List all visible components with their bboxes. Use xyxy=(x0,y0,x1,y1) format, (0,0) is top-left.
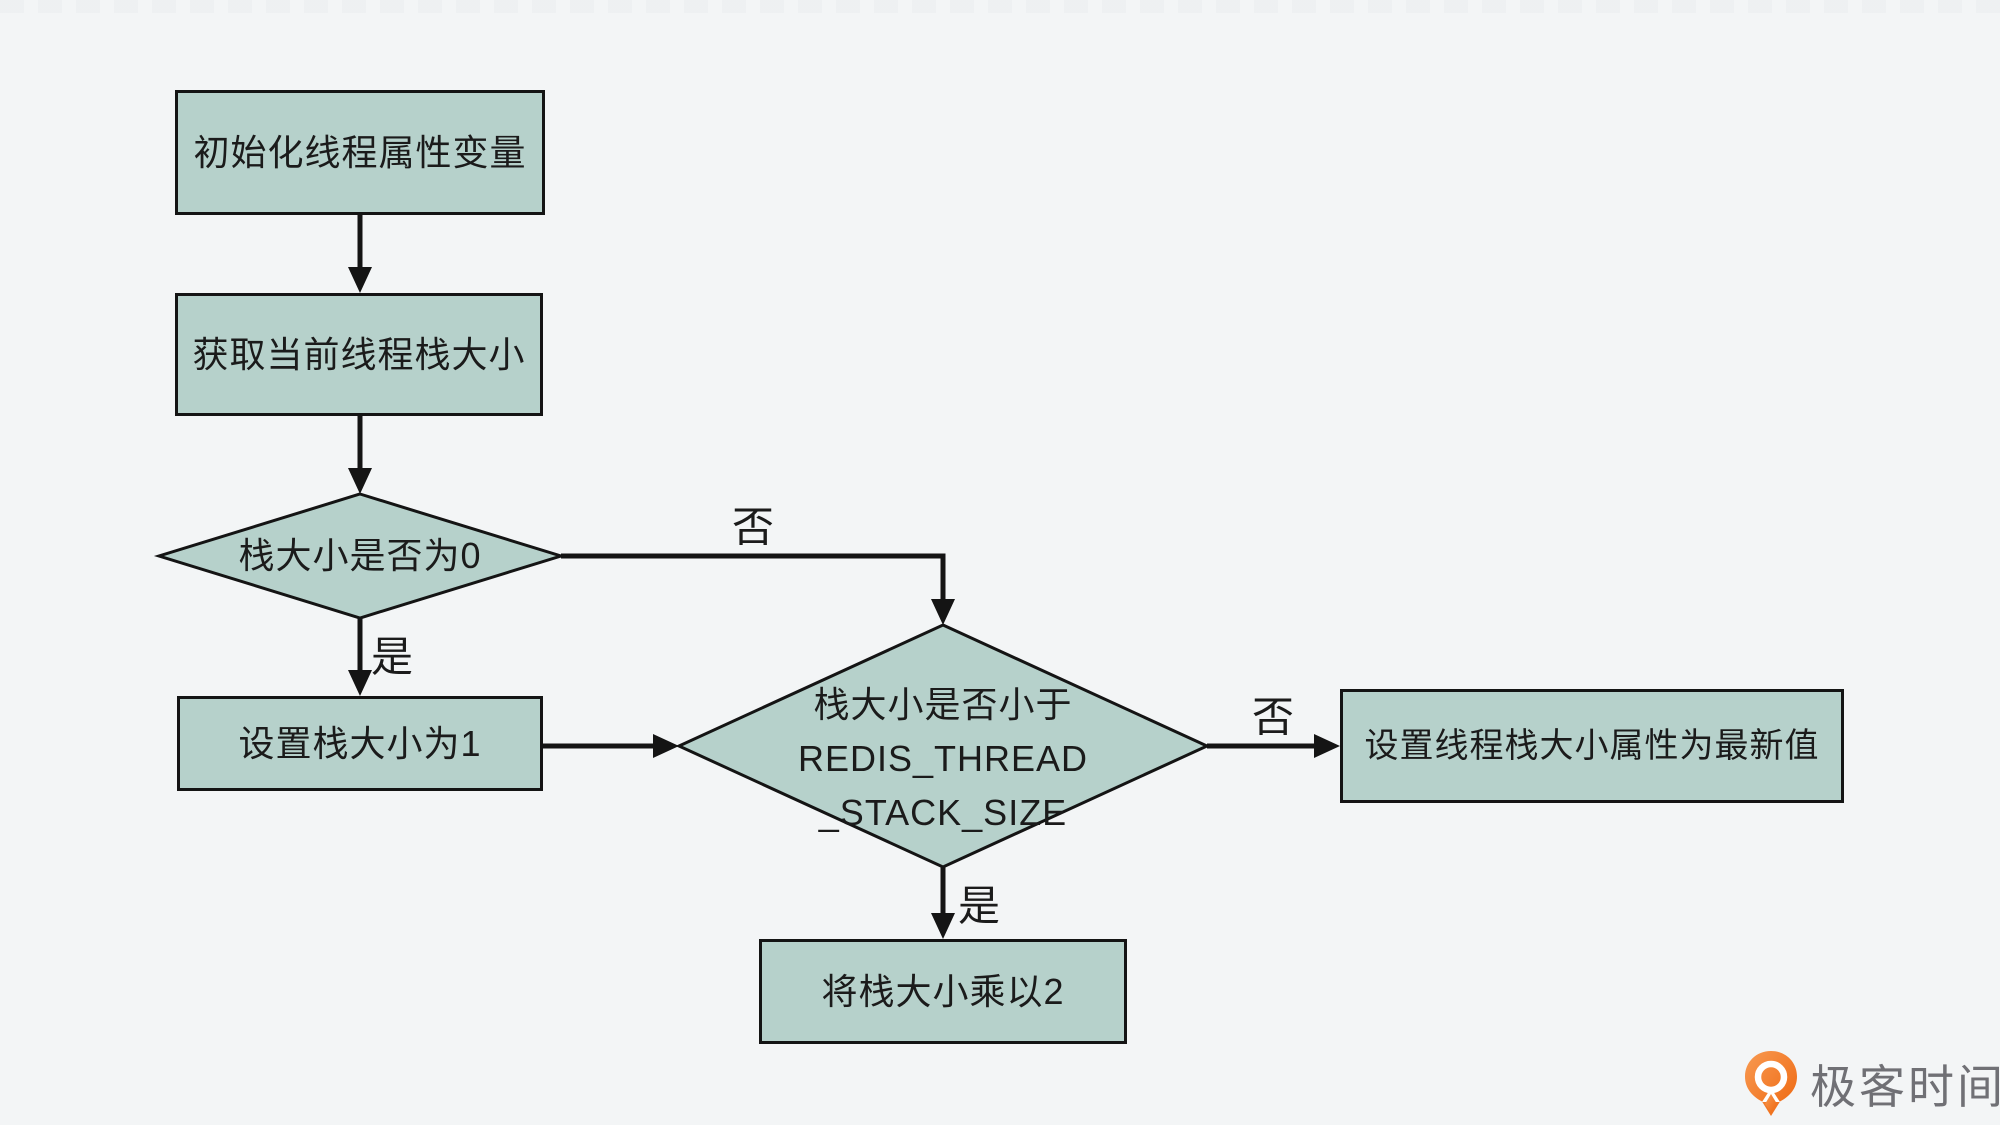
decision-line-1: 栈大小是否小于 xyxy=(813,684,1073,725)
edge-label-yes-bottom: 是 xyxy=(957,882,1001,930)
node-set-attr-latest: 设置线程栈大小属性为最新值 xyxy=(1340,689,1844,803)
top-perforation-pattern xyxy=(0,0,2000,13)
node-get-stack-size: 获取当前线程栈大小 xyxy=(175,293,543,416)
edge-label-no-top: 否 xyxy=(731,503,775,551)
geektime-brand: 极客时间 xyxy=(1744,1050,2000,1118)
arrowhead-init-to-get xyxy=(348,267,372,293)
edge-label-no-right: 否 xyxy=(1251,693,1295,741)
decision-line-2: REDIS_THREAD xyxy=(797,738,1089,779)
decision-stack-zero-label: 栈大小是否为0 xyxy=(238,535,482,576)
arrowhead-checkmin-yes xyxy=(931,913,955,939)
node-stack-times-2: 将栈大小乘以2 xyxy=(759,939,1127,1044)
geektime-logo-text: 极客时间 xyxy=(1810,1061,2000,1113)
edge-checkzero-no-elbow xyxy=(561,553,946,603)
arrowhead-get-to-checkzero xyxy=(348,468,372,494)
arrowhead-checkzero-no xyxy=(931,599,955,625)
decision-line-3: _STACK_SIZE xyxy=(818,792,1068,833)
decision-stack-lt-redis-label: 栈大小是否小于 REDIS_THREAD _STACK_SIZE xyxy=(679,625,1207,867)
arrowhead-checkmin-no xyxy=(1314,734,1340,758)
arrowhead-checkzero-yes xyxy=(348,670,372,696)
geektime-pin-icon xyxy=(1745,1051,1797,1116)
edge-label-yes-left: 是 xyxy=(370,633,414,681)
node-init-thread-attrs: 初始化线程属性变量 xyxy=(175,90,545,215)
arrowhead-setone-to-checkmin xyxy=(653,734,679,758)
node-set-stack-1: 设置栈大小为1 xyxy=(177,696,543,791)
